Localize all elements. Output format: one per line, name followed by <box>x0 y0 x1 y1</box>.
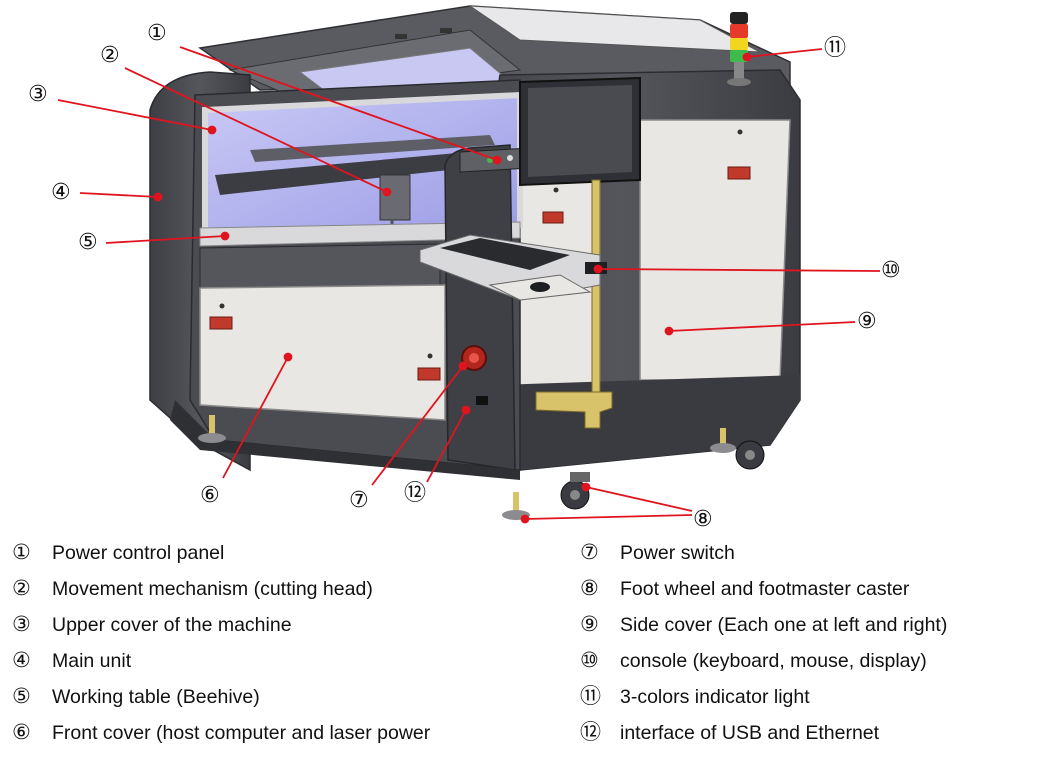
legend-item-2: ② Movement mechanism (cutting head) <box>12 572 373 604</box>
legend-num-12: ⑫ <box>580 720 601 744</box>
legend-item-12: ⑫ interface of USB and Ethernet <box>580 716 879 748</box>
legend-label-8: Foot wheel and footmaster caster <box>620 578 910 600</box>
legend-label-10: console (keyboard, mouse, display) <box>620 650 927 672</box>
legend-label-2: Movement mechanism (cutting head) <box>52 578 373 600</box>
legend-item-8: ⑧ Foot wheel and footmaster caster <box>580 572 909 604</box>
legend-item-9: ⑨ Side cover (Each one at left and right) <box>580 608 947 640</box>
legend-item-6: ⑥ Front cover (host computer and laser po… <box>12 716 430 748</box>
callout-3: ③ <box>28 82 48 107</box>
leader-line-7 <box>371 365 464 486</box>
legend-label-12: interface of USB and Ethernet <box>620 722 880 744</box>
leader-dot-10 <box>593 264 603 274</box>
callout-1: ① <box>147 21 167 46</box>
leader-line-4 <box>79 192 159 198</box>
leader-dot-11 <box>742 52 752 62</box>
legend: ① Power control panel ② Movement mechanism… <box>0 536 1056 758</box>
leader-dot-6 <box>283 352 293 362</box>
legend-num-3: ③ <box>12 612 31 636</box>
leader-line-11 <box>746 48 823 58</box>
leader-line-8a <box>585 486 693 512</box>
leader-dot-7 <box>458 361 468 371</box>
legend-item-4: ④ Main unit <box>12 644 131 676</box>
legend-item-10: ⑩ console (keyboard, mouse, display) <box>580 644 927 676</box>
machine-illustration <box>57 5 881 524</box>
leader-line-12 <box>426 409 467 483</box>
leader-line-8b <box>524 514 693 520</box>
leader-dot-8a <box>581 482 591 492</box>
callout-4: ④ <box>51 180 71 205</box>
callout-6: ⑥ <box>200 483 220 508</box>
legend-label-9: Side cover (Each one at left and right) <box>620 614 948 636</box>
leader-line-10 <box>597 268 881 272</box>
callout-5: ⑤ <box>78 230 98 255</box>
legend-item-11: ⑪ 3-colors indicator light <box>580 680 810 712</box>
legend-label-3: Upper cover of the machine <box>52 614 292 636</box>
leader-line-5 <box>105 235 226 244</box>
leader-lines <box>57 46 881 524</box>
legend-item-7: ⑦ Power switch <box>580 536 735 568</box>
leader-line-9 <box>668 321 856 332</box>
legend-label-1: Power control panel <box>52 542 225 564</box>
leader-dot-5 <box>220 231 230 241</box>
legend-num-7: ⑦ <box>580 540 599 564</box>
legend-label-7: Power switch <box>620 542 735 564</box>
legend-num-8: ⑧ <box>580 576 599 600</box>
machine-diagram: ① ② ③ ④ ⑤ ⑥ ⑦ ⑧ ⑨ ⑩ ⑪ ⑫ <box>28 5 901 532</box>
leader-dot-9 <box>664 326 674 336</box>
callout-2: ② <box>100 43 120 68</box>
callout-12: ⑫ <box>404 481 427 506</box>
legend-label-4: Main unit <box>52 650 132 672</box>
legend-num-5: ⑤ <box>12 684 31 708</box>
leader-line-2 <box>124 67 388 193</box>
leader-dot-3 <box>207 125 217 135</box>
legend-num-1: ① <box>12 540 31 564</box>
callout-11: ⑪ <box>824 36 847 61</box>
callout-9: ⑨ <box>857 309 877 334</box>
legend-num-11: ⑪ <box>580 684 601 708</box>
leader-dot-8b <box>520 514 530 524</box>
legend-label-5: Working table (Beehive) <box>52 686 260 708</box>
legend-num-10: ⑩ <box>580 648 599 672</box>
legend-num-9: ⑨ <box>580 612 599 636</box>
leader-dot-1 <box>492 155 502 165</box>
callout-10: ⑩ <box>881 258 901 283</box>
legend-num-4: ④ <box>12 648 31 672</box>
leader-line-6 <box>222 356 289 479</box>
leader-dot-12 <box>461 405 471 415</box>
legend-label-11: 3-colors indicator light <box>620 686 810 708</box>
machine-main-body <box>149 71 531 480</box>
legend-item-1: ① Power control panel <box>12 536 224 568</box>
leader-dot-2 <box>382 187 392 197</box>
leader-line-3 <box>57 99 213 131</box>
legend-num-6: ⑥ <box>12 720 31 744</box>
legend-num-2: ② <box>12 576 31 600</box>
legend-item-5: ⑤ Working table (Beehive) <box>12 680 260 712</box>
leader-dot-4 <box>153 192 163 202</box>
console-assembly <box>419 76 641 429</box>
callout-7: ⑦ <box>349 488 369 513</box>
callout-8: ⑧ <box>693 507 713 532</box>
leader-line-1 <box>179 46 498 161</box>
legend-label-6: Front cover (host computer and laser pow… <box>52 722 431 744</box>
legend-item-3: ③ Upper cover of the machine <box>12 608 292 640</box>
